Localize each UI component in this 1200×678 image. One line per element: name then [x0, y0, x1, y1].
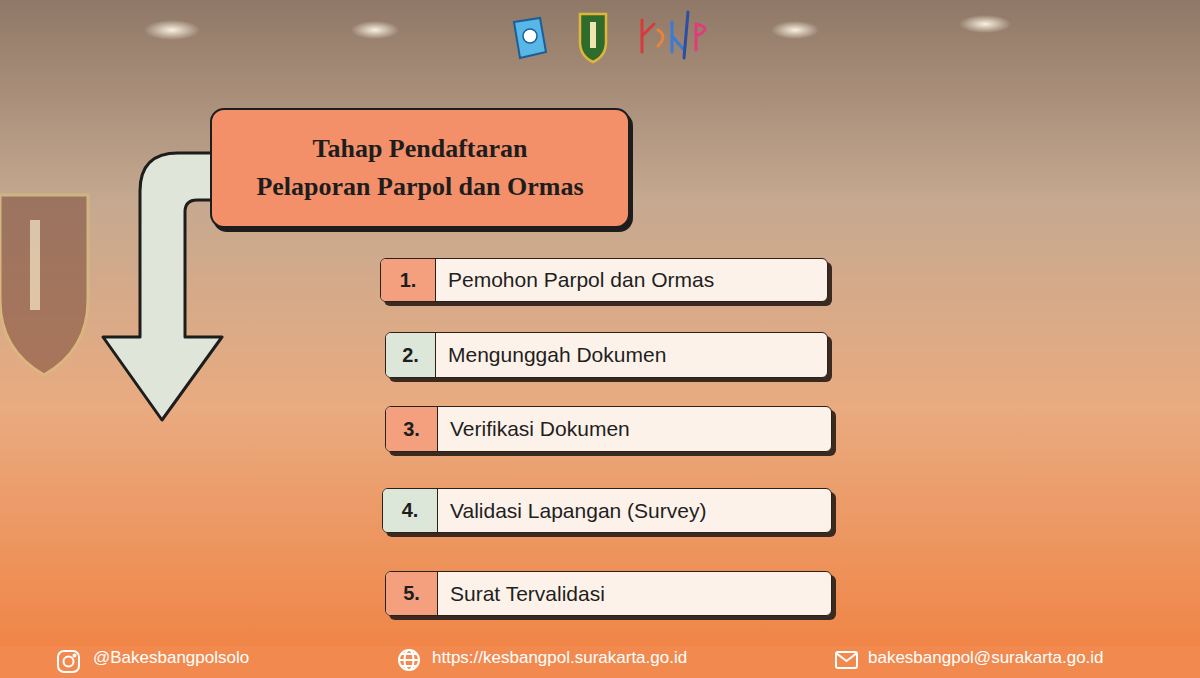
- step-box: 4.Validasi Lapangan (Survey): [382, 488, 832, 533]
- step-box: 3.Verifikasi Dokumen: [385, 406, 832, 452]
- footer-contact: https://kesbangpol.surakarta.go.id: [432, 648, 687, 668]
- logo-bkbp: [642, 12, 705, 58]
- wall-crest: [0, 195, 88, 375]
- step-label: Verifikasi Dokumen: [438, 407, 642, 451]
- logo-crest: [580, 14, 606, 62]
- footer-contact: @Bakesbangpolsolo: [93, 648, 249, 668]
- step-label: Mengunggah Dokumen: [436, 333, 678, 377]
- step-number: 5.: [386, 572, 438, 615]
- step-label: Pemohon Parpol dan Ormas: [436, 259, 726, 301]
- step-label: Surat Tervalidasi: [438, 572, 617, 615]
- ceiling-lights: [144, 15, 1011, 40]
- globe-icon: [399, 650, 419, 670]
- step-box: 5.Surat Tervalidasi: [385, 571, 832, 616]
- logo-hand: [514, 18, 546, 58]
- step-number: 3.: [386, 407, 438, 451]
- footer-contact: bakesbangpol@surakarta.go.id: [868, 648, 1104, 668]
- step-number: 2.: [386, 333, 436, 377]
- step-box: 1.Pemohon Parpol dan Ormas: [380, 258, 828, 302]
- mail-icon: [836, 652, 857, 668]
- flow-arrow: [103, 153, 222, 420]
- step-label: Validasi Lapangan (Survey): [438, 489, 718, 532]
- step-box: 2.Mengunggah Dokumen: [385, 332, 828, 378]
- instagram-icon: [58, 651, 79, 672]
- footer-bar: [0, 646, 1200, 678]
- title-box: Tahap Pendaftaran Pelaporan Parpol dan O…: [210, 108, 630, 228]
- step-number: 1.: [381, 259, 436, 301]
- step-number: 4.: [383, 489, 438, 532]
- title-text: Tahap Pendaftaran Pelaporan Parpol dan O…: [232, 130, 608, 205]
